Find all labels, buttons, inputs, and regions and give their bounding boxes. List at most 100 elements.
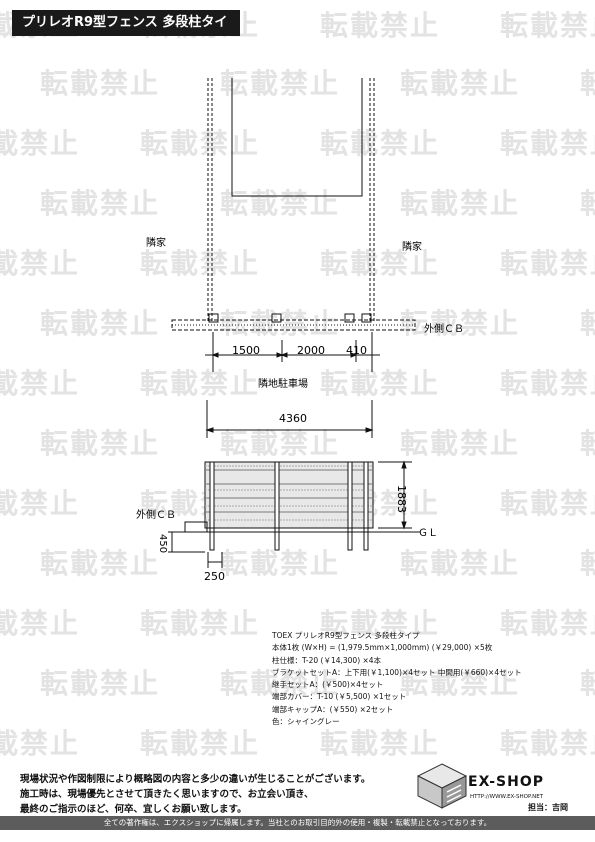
watermark-text: 転載禁止 [0,607,81,640]
watermark-text: 転載禁止 [580,662,595,702]
brand-url[interactable]: HTTP://WWW.EX-SHOP.NET [470,794,544,800]
note-line: 施工時は、現場優先とさせて頂きたく思いますので、お立会い頂き、 [20,789,314,800]
right-neighbor-wall [369,78,375,322]
spec-line: 柱仕様：T-20 (￥14,300) ×4本 [272,655,382,665]
watermark-text: 転載禁止 [320,727,441,760]
watermark-text: 転載禁止 [0,727,81,760]
watermark-text: 転載禁止 [400,547,521,580]
watermark-text: 転載禁止 [0,247,81,280]
dimension-height [378,461,412,529]
dimension-line-spans [205,332,380,372]
spec-line: TOEX プリレオR9型フェンス 多段柱タイプ [272,631,420,640]
watermark-text: 転載禁止 [400,67,521,100]
dim-450: 450 [157,534,168,553]
watermark-text: 転載禁止 [140,607,261,640]
watermark-text: 転載禁止 [40,427,161,460]
watermark-text: 転載禁止 [500,727,595,760]
watermark-text: 転載禁止 [0,487,81,520]
dim-2000: 2000 [297,344,325,357]
cb-block-elevation [184,521,208,533]
ex-shop-logo [416,763,468,809]
building-outline [231,78,363,197]
watermark-text: 転載禁止 [400,307,521,340]
spec-line: 端部カバー：T-10 (￥5,500) ×1セット [272,692,407,702]
spec-line: 継手セットA：(￥500)×4セット [272,680,384,690]
watermark-text: 転載禁止 [500,127,595,160]
elevation-view [168,460,420,568]
watermark-text: 転載禁止 [40,547,161,580]
watermark-text: 転載禁止 [400,667,521,700]
watermark-text: 転載禁止 [320,247,441,280]
spec-list: TOEX プリレオR9型フェンス 多段柱タイプ本体1枚 (W×H) = (1,9… [272,630,582,728]
post-1 [208,313,219,323]
watermark-text: 転載禁止 [40,67,161,100]
watermark-text: 転載禁止 [140,367,261,400]
watermark-text: 転載禁止 [220,307,341,340]
post-2 [271,313,282,323]
watermark-text: 転載禁止 [500,487,595,520]
watermark-text: 転載禁止 [0,127,81,160]
watermark-text: 転載禁止 [580,422,595,462]
fence-panels [204,461,374,529]
fence-post-2 [274,461,280,551]
dim-4360: 4360 [279,412,307,425]
fence-post-3 [347,461,353,551]
watermark-text: 転載禁止 [580,542,595,582]
footer-copyright: 全ての著作権は、エクスショップに帰属します。当社とのお取引目的外の使用・複製・転… [0,816,595,830]
watermark-text: 転載禁止 [140,247,261,280]
watermark-text: 転載禁止 [220,187,341,220]
fence-post-1 [209,461,215,551]
label-neighbor-right: 隣家 [402,240,422,253]
dimension-450 [168,532,205,553]
watermark-text: 転載禁止 [580,182,595,222]
label-outer-cb-elevation: 外側ＣＢ [136,508,176,521]
watermark-text: 転載禁止 [40,307,161,340]
dim-250: 250 [204,570,225,583]
watermark-text: 転載禁止 [400,427,521,460]
label-neighbor-left: 隣家 [146,236,166,249]
watermark-text: 転載禁止 [500,367,595,400]
brand-name: EX-SHOP [468,774,544,790]
spec-line: 本体1枚 (W×H) = (1,979.5mm×1,000mm) (￥29,00… [272,643,493,653]
watermark-text: 転載禁止 [500,9,595,42]
dim-1883: 1883 [395,485,408,513]
watermark-text: 転載禁止 [580,302,595,342]
note-line: 現場状況や作図制限により概略図の内容と多少の違いが生じることがございます。 [20,774,371,785]
cb-wall-plan [171,319,416,331]
plan-view [171,78,416,438]
staff-label: 担当：吉岡 [528,803,568,812]
watermark-text: 転載禁止 [0,367,81,400]
watermark-text: 転載禁止 [320,9,441,42]
label-gl: ＧＬ [418,528,438,539]
watermark-text: 転載禁止 [140,727,261,760]
watermark-text: 転載禁止 [220,667,341,700]
spec-line: 色：シャイングレー [272,717,340,727]
watermark-text: 転載禁止 [320,367,441,400]
watermark-text: 転載禁止 [500,607,595,640]
spec-line: 端部キャップA：(￥550) ×2セット [272,704,394,714]
watermark-text: 転載禁止 [400,187,521,220]
watermark-text: 転載禁止 [320,607,441,640]
page-title: プリレオR9型フェンス 多段柱タイプ [12,10,240,56]
watermark-text: 転載禁止 [500,247,595,280]
note-line: 最終のご指示のほど、何卒、宜しくお願い致します。 [20,804,247,815]
post-3 [344,313,355,323]
label-outer-cb: 外側ＣＢ [424,322,464,335]
watermark-text: 転載禁止 [320,127,441,160]
watermark-text: 転載禁止 [40,667,161,700]
dim-410: 410 [346,344,367,357]
watermark-text: 転載禁止 [220,67,341,100]
post-4 [361,313,372,323]
dim-1500: 1500 [232,344,260,357]
watermark-text: 転載禁止 [580,62,595,102]
left-neighbor-wall [207,78,213,322]
spec-line: ブラケットセットA：上下用(￥1,100)×4セット 中間用(￥660)×4セッ… [272,667,522,677]
watermark-text: 転載禁止 [220,427,341,460]
dimension-line-total [206,400,373,438]
fence-post-4 [363,461,369,551]
watermark-text: 転載禁止 [140,127,261,160]
watermark-text: 転載禁止 [40,187,161,220]
dimension-250 [207,552,223,568]
